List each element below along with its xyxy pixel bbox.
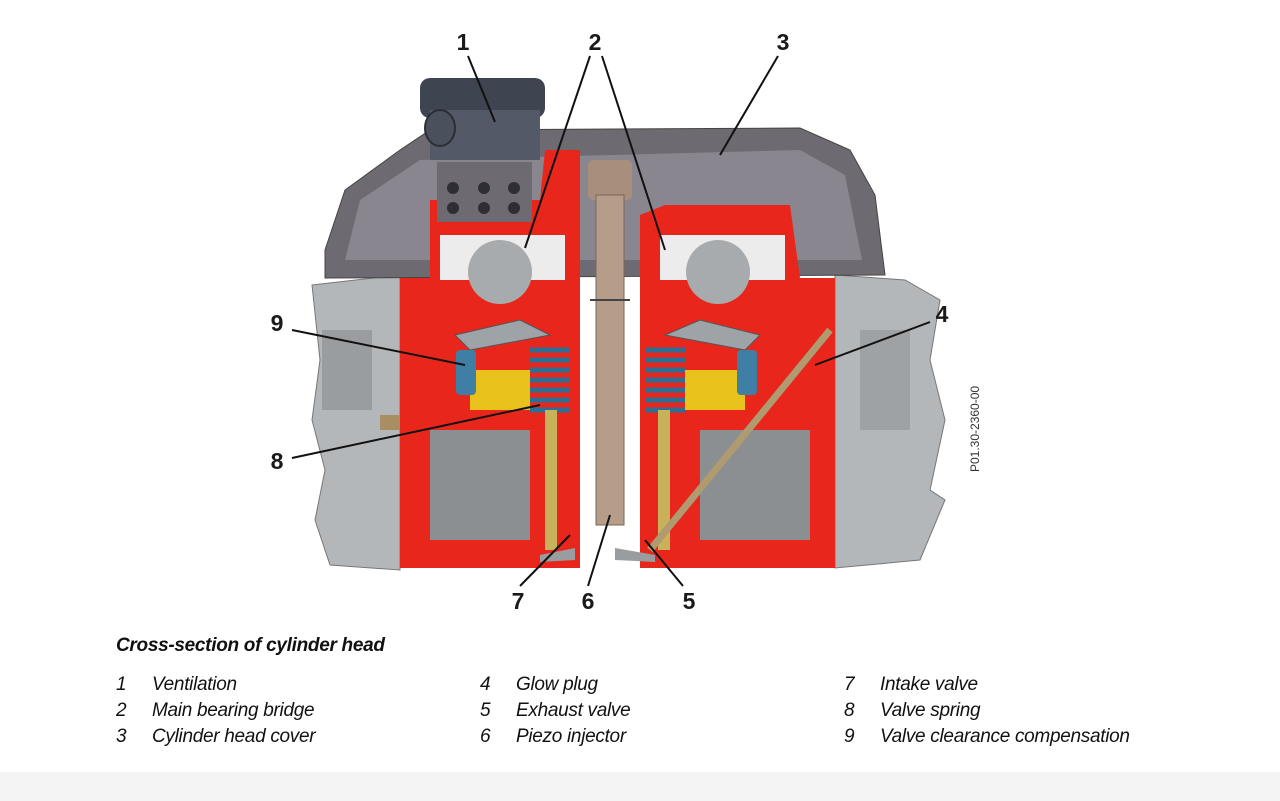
callout-7: 7	[512, 588, 525, 614]
piezo-injector	[588, 160, 632, 526]
callout-5: 5	[683, 588, 696, 614]
legend-item: 1 Ventilation	[116, 674, 315, 700]
callout-4: 4	[936, 301, 949, 327]
legend-column-1: 1 Ventilation 2 Main bearing bridge 3 Cylin…	[116, 674, 316, 752]
figure-caption: Cross-section of cylinder head	[116, 635, 385, 656]
callout-3: 3	[777, 29, 790, 55]
legend-item: 3 Cylinder head cover	[116, 726, 316, 752]
legend-number: 3	[116, 726, 127, 747]
legend-label: Ventilation	[152, 674, 237, 695]
valve-train	[454, 319, 833, 562]
legend-item: 6 Piezo injector	[480, 726, 630, 752]
cylinder-head-diagram: 1 2 3 4 5 6 7 8 9 P01.30-2360-00	[271, 29, 982, 614]
legend-label: Piezo injector	[516, 726, 626, 747]
legend-item: 7 Intake valve	[844, 674, 1130, 700]
legend-item: 5 Exhaust valve	[480, 700, 631, 726]
ventilation	[420, 78, 545, 160]
legend-item: 9 Valve clearance compensation	[844, 726, 1130, 752]
callout-6: 6	[582, 588, 595, 614]
legend-number: 5	[480, 700, 491, 721]
legend-number: 7	[844, 674, 855, 695]
legend-label: Intake valve	[880, 674, 978, 695]
callout-8: 8	[271, 448, 284, 474]
legend-item: 8 Valve spring	[844, 700, 1130, 726]
legend-label: Valve spring	[880, 700, 981, 721]
legend-item: 4 Glow plug	[480, 674, 630, 700]
legend-number: 4	[480, 674, 491, 695]
legend-label: Glow plug	[516, 674, 598, 695]
legend-label: Valve clearance compensation	[880, 726, 1130, 747]
callout-lines	[291, 55, 931, 587]
legend-column-2: 4 Glow plug 5 Exhaust valve 6 Piezo injecto…	[480, 674, 631, 752]
legend-column-3: 7 Intake valve 8 Valve spring 9 Valve clear…	[844, 674, 1130, 752]
legend-number: 1	[116, 674, 127, 695]
legend-label: Main bearing bridge	[152, 700, 315, 721]
legend-number: 2	[116, 700, 127, 721]
callout-9: 9	[271, 310, 284, 336]
legend-item: 2 Main bearing bridge	[116, 700, 315, 726]
callout-1: 1	[457, 29, 470, 55]
legend-number: 9	[844, 726, 855, 747]
callout-2: 2	[589, 29, 602, 55]
bottom-bar	[0, 772, 1280, 801]
figure-code: P01.30-2360-00	[968, 386, 982, 472]
legend-number: 8	[844, 700, 855, 721]
legend-label: Exhaust valve	[516, 700, 631, 721]
legend-label: Cylinder head cover	[152, 726, 316, 747]
legend-number: 6	[480, 726, 491, 747]
